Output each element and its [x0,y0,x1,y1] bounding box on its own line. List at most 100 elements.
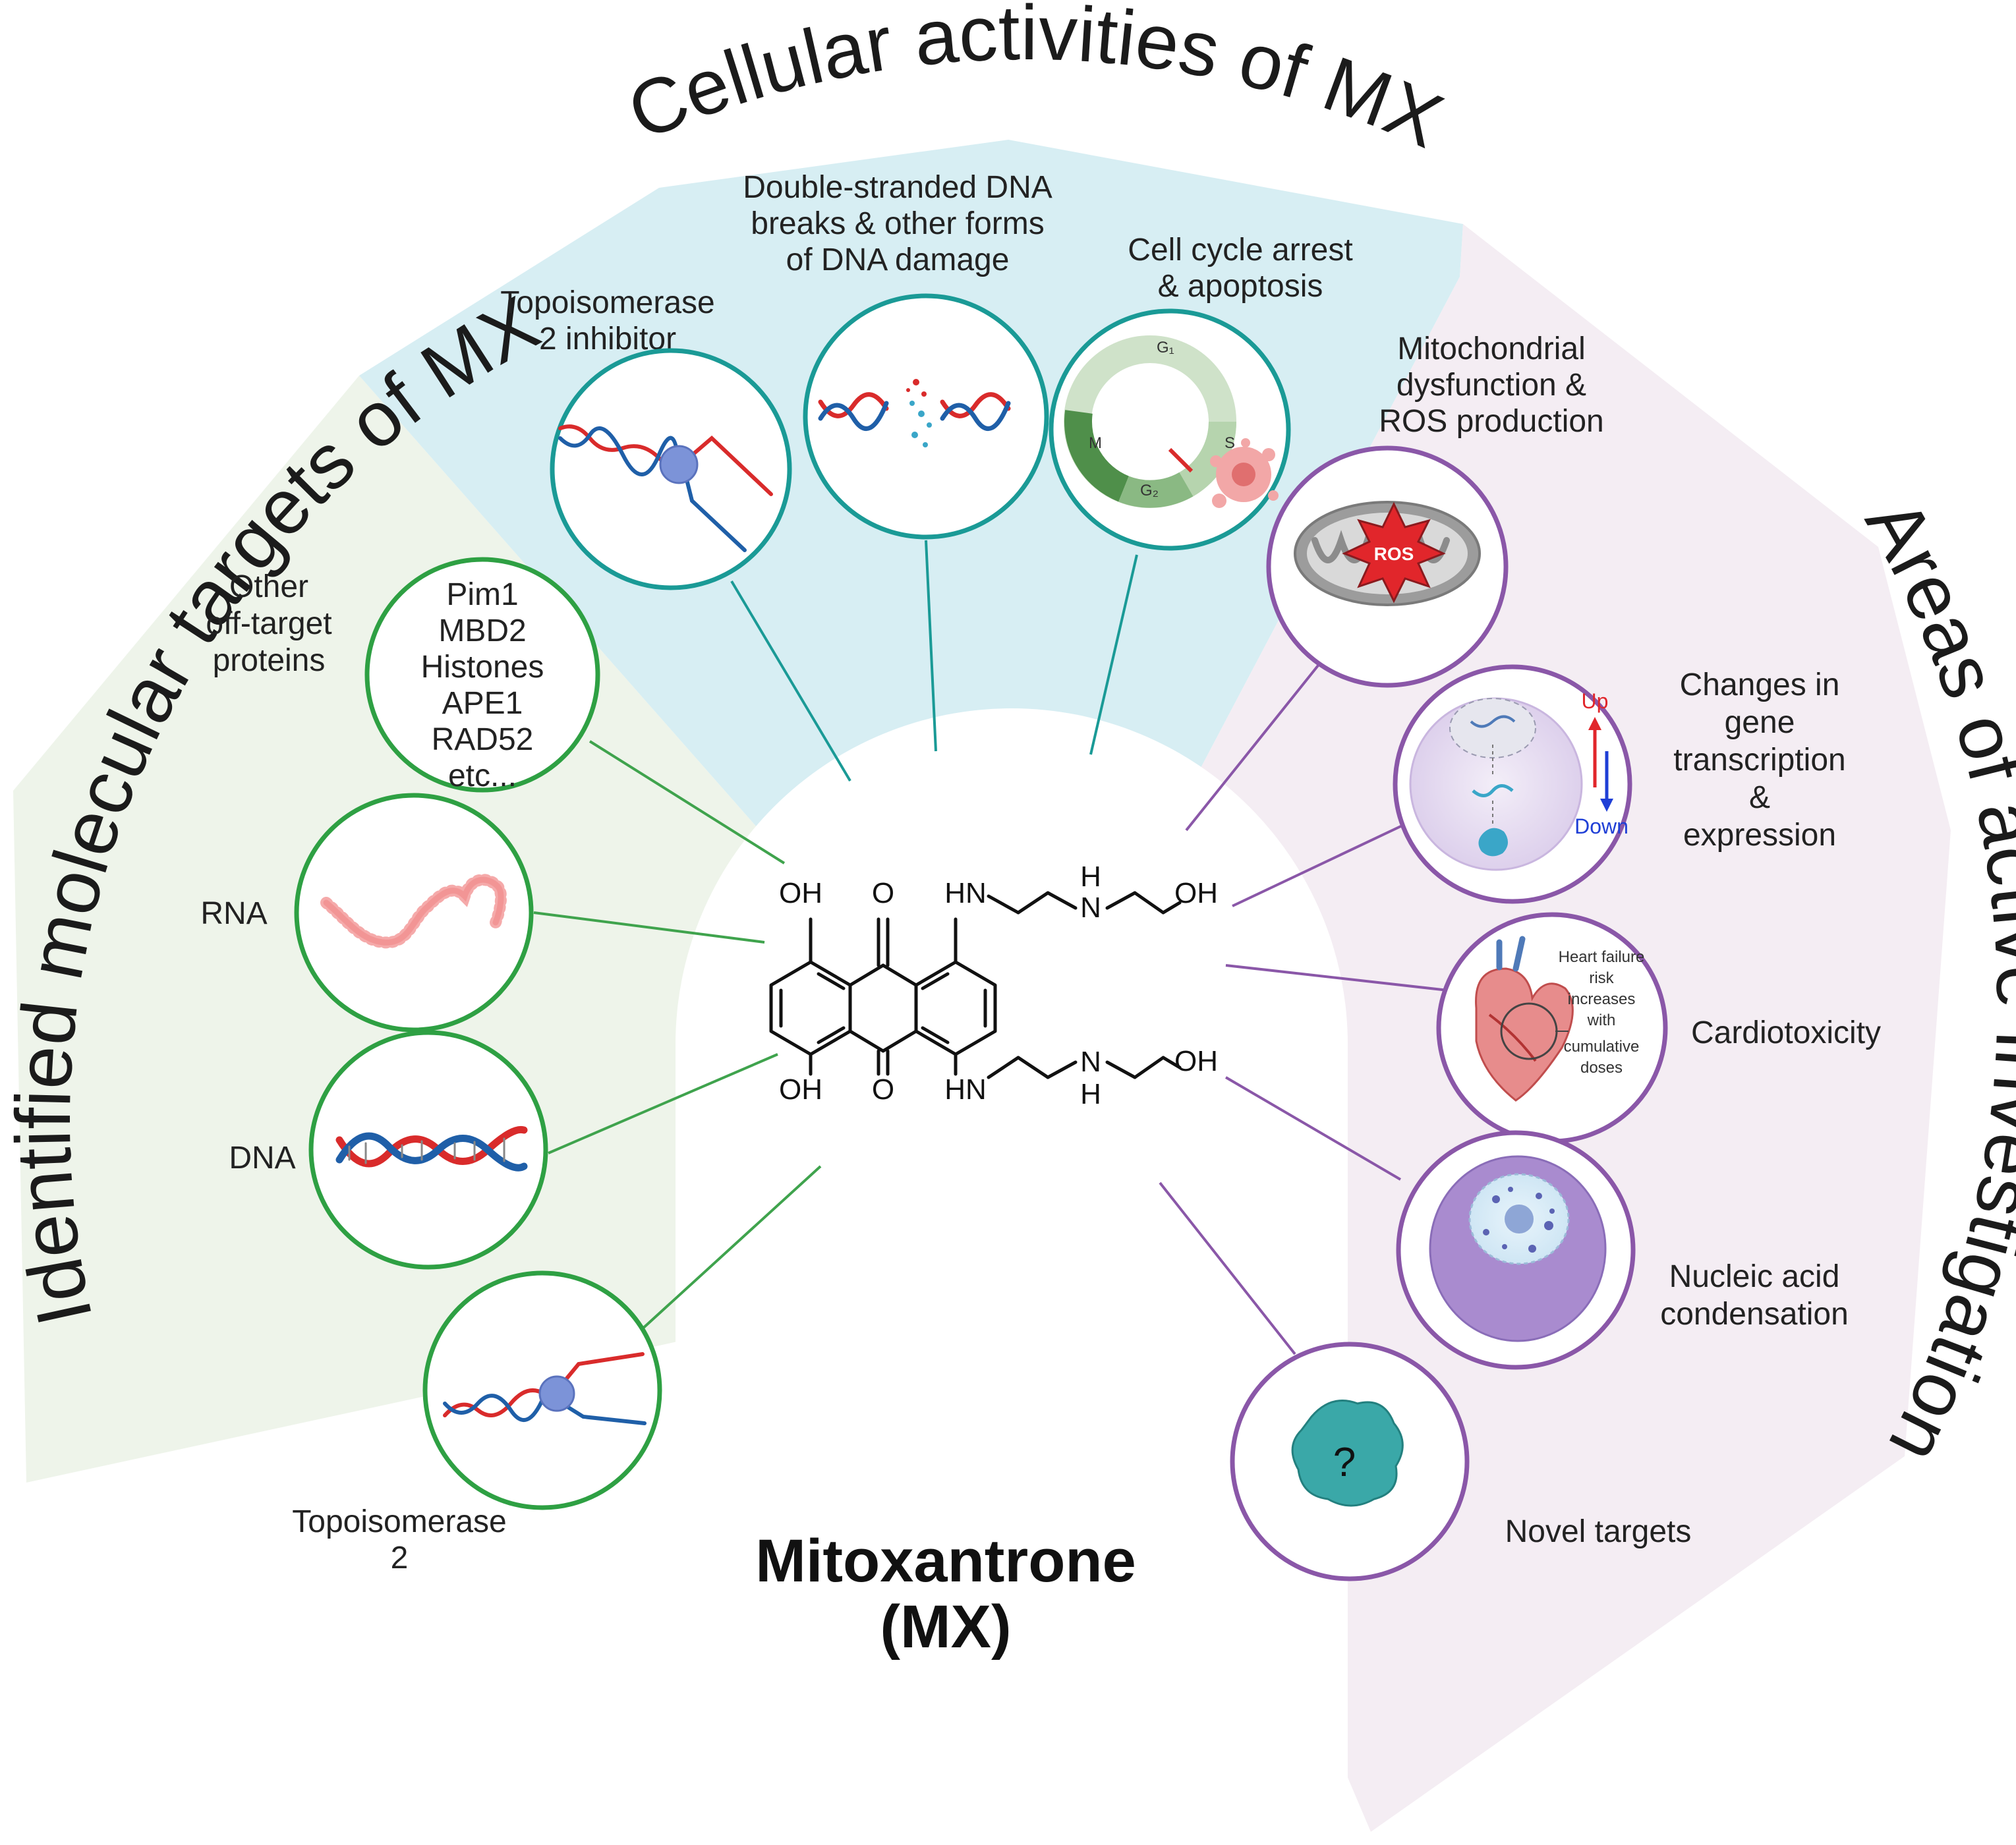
nucleic-node [1396,1130,1636,1370]
gene-line: Changes in [1680,667,1840,702]
topo-label: Topoisomerase 2 [292,1504,507,1575]
phase-m: M [1089,434,1102,452]
heart-note-line: Heart failure [1559,948,1645,966]
atom-hn: HN [944,1073,987,1106]
connector-nucleic [1224,1076,1402,1181]
rna-circle [294,793,534,1033]
rna-node [294,793,534,1033]
topo-node [422,1270,662,1510]
nucleic-line: condensation [1660,1297,1849,1332]
phase-s: S [1224,434,1235,452]
nucleic-line: Nucleic acid [1669,1259,1840,1294]
connector-cardio [1225,964,1460,993]
heart-note-line: increases [1568,990,1636,1008]
rna-strand-icon [320,874,507,949]
mito-line: dysfunction & [1397,368,1586,403]
cell-cycle-label: Cell cycle arrest & apoptosis [1128,233,1352,304]
ros-label: ROS [1374,544,1414,564]
gene-line: expression [1683,818,1836,853]
up-label: Up [1582,689,1609,713]
heart-icon [1475,936,1574,1102]
mito-label: Mitochondrial dysfunction & ROS producti… [1379,331,1604,439]
heart-note-line: risk [1589,969,1614,987]
connector-dna-breaks [925,540,937,752]
dna-node [308,1030,548,1270]
proteins-circle [364,557,600,793]
connector-cell-cycle [1089,554,1138,755]
protein-item: RAD52 [432,722,534,757]
atom-h: H [1080,861,1101,893]
phase-g2: G₂ [1140,482,1159,499]
heart-note-line: doses [1580,1059,1623,1077]
topo-inhibitor-line: Topoisomerase [500,285,715,320]
dna-breaks-line: Double-stranded DNA [743,170,1052,205]
nucleic-label: Nucleic acid condensation [1660,1259,1849,1332]
protein-item: Pim1 [446,577,518,612]
top-arc-title: Cellular activities of MX [616,0,1455,165]
protein-item: etc... [448,758,517,793]
atom-o: O [872,1073,894,1106]
gene-line: & [1749,780,1770,815]
cell-cycle-node: G₁ S G₂ M [1049,308,1291,551]
gene-cell-icon [1409,697,1583,871]
dna-helix-icon [335,1125,528,1172]
main-title: Mitoxantrone [755,1527,1136,1595]
connector-dna [548,1053,778,1154]
dna-breaks-label: Double-stranded DNA breaks & other forms… [743,170,1052,277]
topo-inhibitor-icon [558,424,773,552]
mitoxantrone-structure: OH O HN N H OH OH O HN N H OH [769,861,1218,1110]
gene-line: gene [1725,705,1795,740]
dna-breaks-circle [803,293,1049,540]
gene-line: transcription [1673,743,1845,778]
mrna-icon [1472,784,1514,797]
nucleus-icon [1449,698,1536,758]
topo-inhibitor-label: Topoisomerase 2 inhibitor [500,285,715,356]
connector-proteins [589,740,786,865]
protein-list: Pim1 MBD2 Histones APE1 RAD52 etc... [421,577,544,793]
broken-dna-icon [818,379,1011,447]
atom-h: H [1080,1078,1101,1110]
gene-label: Changes in gene transcription & expressi… [1673,667,1845,853]
dna-breaks-line: of DNA damage [786,242,1010,277]
dna-label: DNA [229,1141,295,1176]
connector-topo-inhibitor [730,580,851,782]
heart-note: Heart failure risk increases with cumula… [1559,948,1645,1077]
rna-label: RNA [200,896,267,931]
connector-topo [631,1165,822,1339]
unknown-protein-icon [1291,1400,1404,1507]
apoptotic-cell-icon [1210,438,1279,508]
atom-hn: HN [944,877,987,909]
protein-item: MBD2 [438,613,526,648]
atom-oh: OH [779,1073,822,1106]
cell-cycle-line: & apoptosis [1158,269,1323,304]
connector-novel [1159,1181,1296,1355]
topo-label-line: 2 [391,1541,409,1575]
connectors-left [533,740,822,1339]
phase-g1: G₁ [1157,339,1174,356]
heart-note-line: cumulative [1564,1038,1640,1056]
mito-node: ROS [1266,445,1509,688]
topoisomerase-icon [443,1352,647,1425]
mito-line: ROS production [1379,404,1604,439]
dna-breaks-line: breaks & other forms [751,206,1045,241]
dna-breaks-node [803,293,1049,540]
heart-note-line: with [1587,1011,1616,1029]
proteins-node: Pim1 MBD2 Histones APE1 RAD52 etc... [364,557,600,793]
novel-node: ? [1230,1342,1470,1581]
other-proteins-label: Other off-target proteins [206,569,331,678]
protein-item: APE1 [442,686,523,721]
cell-cycle-line: Cell cycle arrest [1128,233,1352,268]
ros-burst-icon [1342,501,1446,604]
atom-n: N [1080,1046,1101,1078]
cardio-node: Heart failure risk increases with cumula… [1436,912,1668,1144]
connector-rna [533,911,765,944]
atom-oh: OH [1174,1045,1218,1077]
mito-line: Mitochondrial [1397,331,1585,366]
other-label-line: off-target [206,606,331,641]
down-label: Down [1574,814,1628,838]
other-label-line: proteins [213,643,326,678]
question-mark: ? [1333,1440,1356,1485]
topo-inhibitor-node [550,348,792,590]
protein-item: Histones [421,650,544,685]
